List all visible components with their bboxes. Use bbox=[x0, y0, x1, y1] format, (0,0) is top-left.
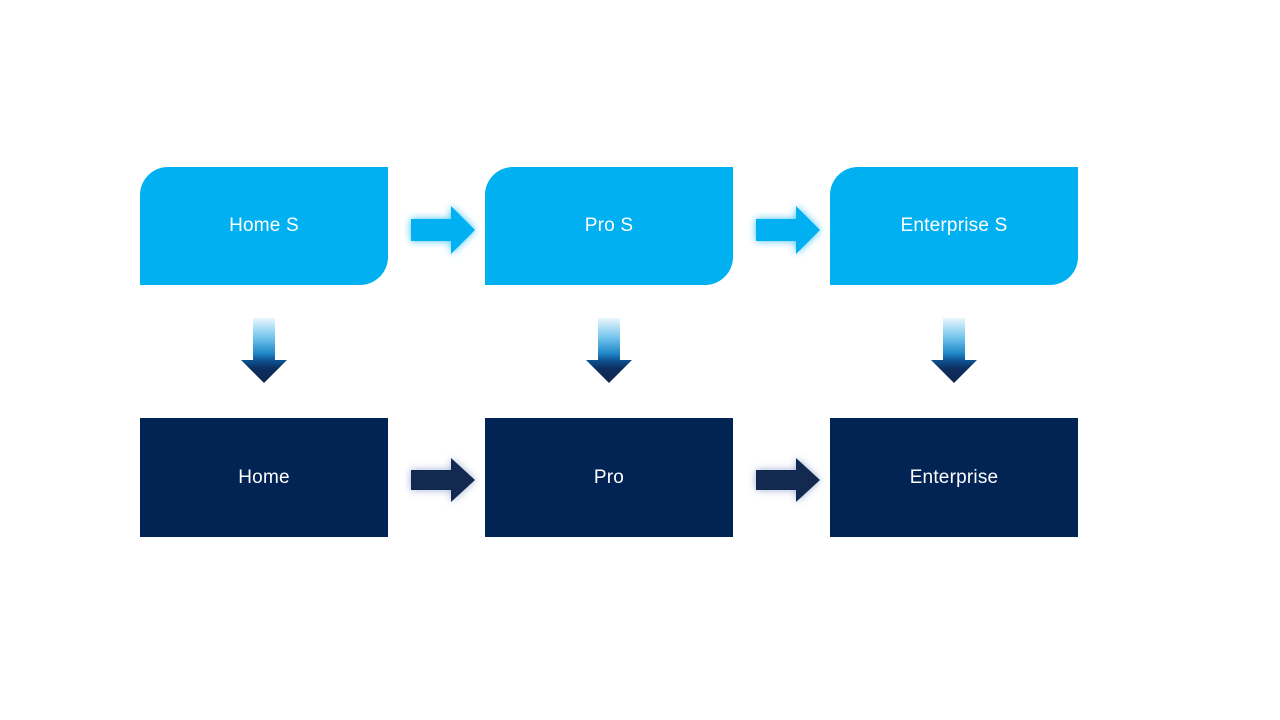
node-pro-s-label: Pro S bbox=[584, 215, 634, 236]
node-home-s: Home S bbox=[140, 167, 388, 285]
right-arrow-icon bbox=[756, 458, 820, 502]
node-home: Home bbox=[140, 418, 388, 537]
node-pro: Pro bbox=[485, 418, 733, 537]
right-arrow-icon bbox=[756, 206, 820, 254]
node-enterprise-label: Enterprise bbox=[909, 466, 999, 488]
node-pro-s: Pro S bbox=[485, 167, 733, 285]
node-home-s-label: Home S bbox=[229, 215, 299, 236]
down-arrow-icon bbox=[931, 318, 977, 383]
node-home-label: Home bbox=[238, 466, 290, 488]
down-arrow-icon bbox=[586, 318, 632, 383]
node-enterprise-s-label: Enterprise S bbox=[900, 215, 1008, 236]
right-arrow-icon bbox=[411, 458, 475, 502]
node-enterprise: Enterprise bbox=[830, 418, 1078, 537]
down-arrow-icon bbox=[241, 318, 287, 383]
right-arrow-icon bbox=[411, 206, 475, 254]
node-pro-label: Pro bbox=[593, 466, 625, 488]
node-enterprise-s: Enterprise S bbox=[830, 167, 1078, 285]
